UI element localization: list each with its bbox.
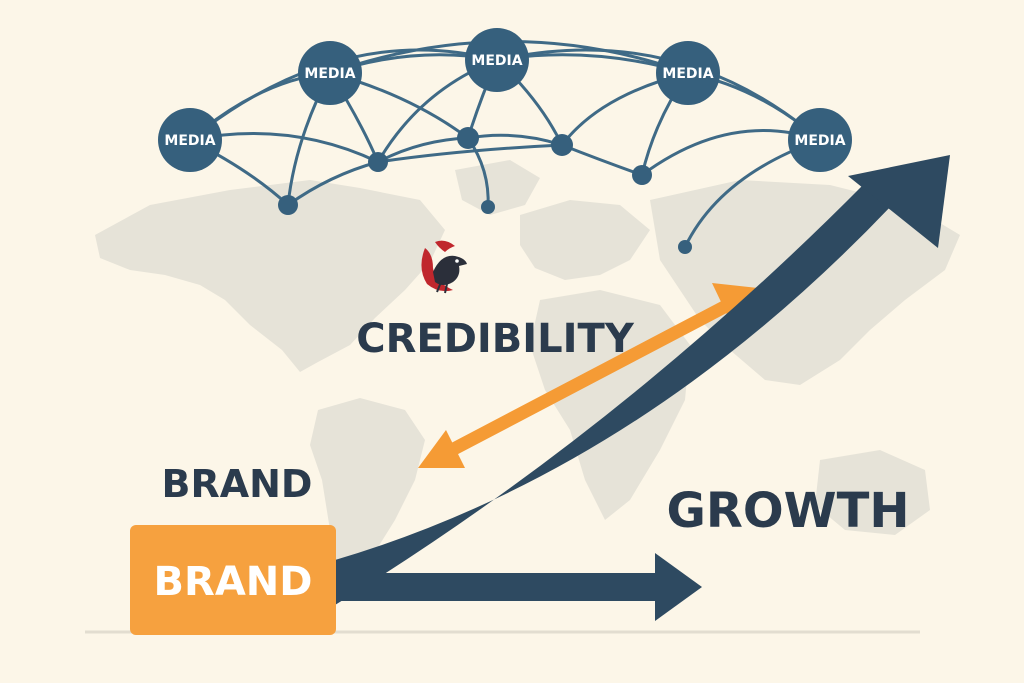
media-node: MEDIA — [465, 28, 529, 92]
media-node-label: MEDIA — [304, 66, 355, 82]
brand-box-label: BRAND — [154, 559, 313, 605]
hub-dot — [632, 165, 652, 185]
horizontal-arrow — [335, 553, 702, 621]
media-node: MEDIA — [788, 108, 852, 172]
hub-dot — [368, 152, 388, 172]
credibility-double-arrow — [418, 283, 758, 468]
media-node: MEDIA — [298, 41, 362, 105]
map-north-america — [95, 180, 445, 372]
map-europe — [520, 200, 650, 280]
map-south-america — [310, 398, 425, 595]
hub-dot — [678, 240, 692, 254]
media-nodes: MEDIA MEDIA MEDIA MEDIA MEDIA — [158, 28, 852, 172]
bird-logo-icon — [421, 240, 467, 294]
brand-box: BRAND — [130, 525, 336, 635]
hub-dot — [551, 134, 573, 156]
credibility-label: CREDIBILITY — [356, 316, 635, 362]
growth-curve-arrow — [335, 155, 950, 605]
media-node: MEDIA — [656, 41, 720, 105]
network-hubs — [278, 127, 692, 254]
growth-label: GROWTH — [666, 483, 909, 539]
map-australia — [815, 450, 930, 535]
media-node-label: MEDIA — [794, 133, 845, 149]
hub-dot — [481, 200, 495, 214]
media-node: MEDIA — [158, 108, 222, 172]
map-greenland — [455, 160, 540, 215]
media-node-label: MEDIA — [471, 53, 522, 69]
media-node-label: MEDIA — [662, 66, 713, 82]
hub-dot — [457, 127, 479, 149]
media-node-label: MEDIA — [164, 133, 215, 149]
brand-text-label: BRAND — [162, 462, 313, 506]
hub-dot — [278, 195, 298, 215]
